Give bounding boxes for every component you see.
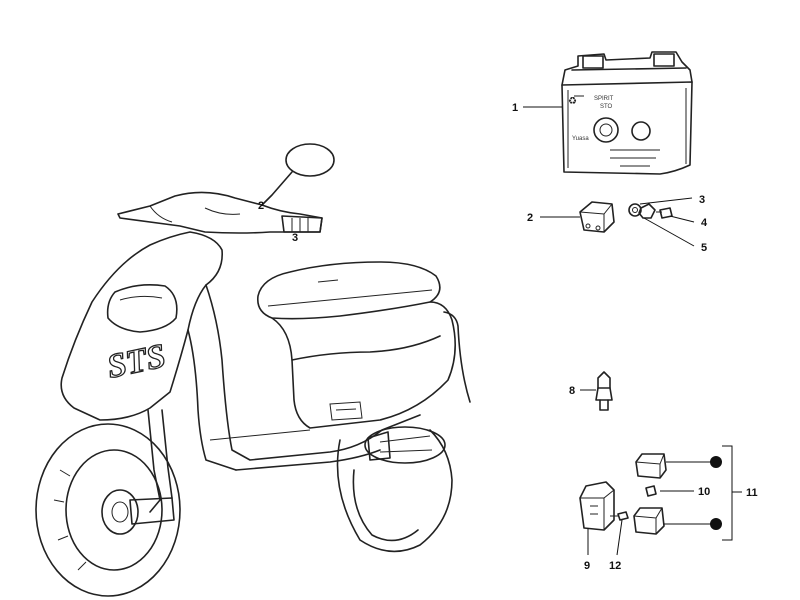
battery-brand: Yuasa <box>572 136 589 142</box>
exhaust <box>364 426 446 464</box>
scooter-illustration: STS <box>35 143 471 597</box>
regulator-part-9 <box>579 481 615 531</box>
battery: SPIRIT STO Yuasa ♻ 1 <box>512 51 693 175</box>
battery-logo-circle <box>593 117 619 143</box>
callout-10: 10 <box>698 486 710 498</box>
connector-cap-top <box>635 453 667 479</box>
callout-2: 2 <box>527 212 533 224</box>
rear-wheel <box>336 426 453 553</box>
dot-marker-bottom <box>710 518 722 530</box>
battery-recycle-icon: ♻ <box>568 96 577 107</box>
battery-terminal-pos <box>653 53 675 67</box>
battery-label-line2: STO <box>600 104 613 110</box>
callout-1: 1 <box>512 102 518 114</box>
dot-marker-top <box>710 456 722 468</box>
callout-5: 5 <box>701 242 707 254</box>
callout-4: 4 <box>701 217 708 229</box>
battery-label-line1: SPIRIT <box>594 96 614 102</box>
battery-terminal-neg <box>582 55 604 69</box>
headlight-panel <box>106 284 178 333</box>
battery-warning-symbol <box>631 121 651 141</box>
scooter-logo: STS <box>104 337 169 385</box>
seat <box>256 261 441 320</box>
callout-8: 8 <box>569 385 575 397</box>
bulb-part-8: 8 <box>569 371 613 411</box>
callout-scooter-3: 3 <box>292 232 298 244</box>
callout-3: 3 <box>699 194 705 206</box>
callout-12: 12 <box>609 560 621 572</box>
mirror-head <box>285 143 335 177</box>
connector-cap-bottom <box>633 507 665 535</box>
callout-9: 9 <box>584 560 590 572</box>
mirror-stem <box>261 171 293 206</box>
clip-part-10 <box>645 485 657 497</box>
parts-group-2-5: 2 3 4 5 <box>527 194 708 254</box>
nut-part-5 <box>638 203 656 219</box>
callout-scooter-2: 2 <box>258 200 264 212</box>
callout-11: 11 <box>746 487 758 499</box>
handlebar <box>117 143 335 234</box>
relay-part-2 <box>579 201 615 233</box>
front-wheel <box>35 409 181 597</box>
parts-group-9-12: 9 12 10 11 <box>579 445 758 572</box>
scooter-body: STS <box>60 231 471 471</box>
screw-part-12 <box>617 511 629 521</box>
throttle-grip <box>281 215 323 233</box>
